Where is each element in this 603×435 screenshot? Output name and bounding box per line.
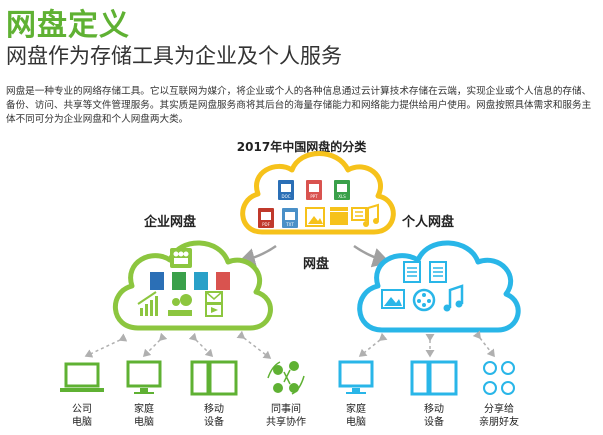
page-title: 网盘定义 xyxy=(6,8,130,43)
document-icon xyxy=(403,261,421,283)
friends-icon xyxy=(483,361,515,395)
film-reel-icon xyxy=(412,288,436,312)
device-label-line1: 移动 xyxy=(204,402,224,415)
personal-cloud-icons xyxy=(381,261,464,312)
description-text: 网盘是一种专业的网络存储工具。它以互联网为媒介，将企业或个人的各种信息通过云计算… xyxy=(6,86,592,125)
arrow-to-personal xyxy=(353,244,391,268)
play-video-icon xyxy=(205,303,223,317)
device-label-line1: 分享给 xyxy=(484,402,514,415)
colleagues-icon xyxy=(267,361,305,395)
growth-chart-icon xyxy=(137,291,158,316)
xls-file-icon: XLS xyxy=(334,180,350,200)
ppt-file-icon: PPT xyxy=(306,180,322,200)
image-file-icon xyxy=(305,207,325,227)
device-label-line2: 电脑 xyxy=(72,415,92,428)
meeting-icon xyxy=(168,294,192,316)
center-label: 网盘 xyxy=(303,256,329,272)
enterprise-device-labels: 公司 电脑 家庭 电脑 移动 设备 同事间 共享协作 xyxy=(72,402,306,428)
device-label-line2: 电脑 xyxy=(346,415,366,428)
team-icon xyxy=(170,248,192,268)
enterprise-device-laptop xyxy=(60,362,104,392)
txt-file-icon xyxy=(194,272,208,290)
file-tag-txt: TXT xyxy=(285,222,294,227)
device-label-line2: 电脑 xyxy=(134,415,154,428)
enterprise-cloud xyxy=(113,240,273,331)
pdf-file-icon: PDF xyxy=(258,208,274,228)
xls-file-icon xyxy=(172,272,186,290)
enterprise-device-mobile xyxy=(190,360,238,396)
file-tag-doc: DOC xyxy=(281,194,290,199)
chat-bubble-icon xyxy=(351,207,367,221)
personal-device-mobile xyxy=(410,360,458,396)
device-label-line1: 公司 xyxy=(72,404,92,415)
device-label-line1: 移动 xyxy=(424,402,444,415)
personal-device-desktop xyxy=(338,360,374,394)
music-note-icon xyxy=(443,284,464,312)
image-icon xyxy=(381,289,405,309)
device-label-line2: 设备 xyxy=(424,415,444,428)
file-tag-xls: XLS xyxy=(338,194,346,199)
device-label-line2: 共享协作 xyxy=(266,415,306,428)
device-label-line1: 同事间 xyxy=(271,402,301,415)
personal-device-labels: 家庭 电脑 移动 设备 分享给 亲朋好友 xyxy=(346,402,519,428)
file-tag-pdf: PDF xyxy=(262,222,270,227)
doc-file-icon: DOC xyxy=(278,180,294,200)
video-clapper-icon xyxy=(330,207,348,225)
personal-cloud xyxy=(357,240,521,333)
enterprise-connectors xyxy=(84,330,272,359)
document-icon xyxy=(429,261,447,283)
ppt-file-icon xyxy=(216,272,230,290)
enterprise-device-desktop xyxy=(126,360,162,394)
page-subtitle: 网盘作为存储工具为企业及个人服务 xyxy=(6,44,342,68)
personal-label: 个人网盘 xyxy=(401,214,454,230)
doc-file-icon xyxy=(150,272,164,290)
personal-connectors xyxy=(358,330,495,358)
center-file-icons: DOC PPT XLS PDF TXT xyxy=(258,180,379,228)
device-label-line2: 设备 xyxy=(204,415,224,428)
file-tag-ppt: PPT xyxy=(310,194,318,199)
diagram-title: 2017年中国网盘的分类 xyxy=(236,140,367,154)
device-label-line1: 家庭 xyxy=(346,402,366,415)
music-note-icon xyxy=(363,203,379,227)
device-label-line2: 亲朋好友 xyxy=(479,415,519,428)
enterprise-cloud-icons xyxy=(137,248,230,317)
enterprise-label: 企业网盘 xyxy=(143,214,196,230)
device-label-line1: 家庭 xyxy=(134,402,154,415)
txt-file-icon: TXT xyxy=(282,208,298,228)
